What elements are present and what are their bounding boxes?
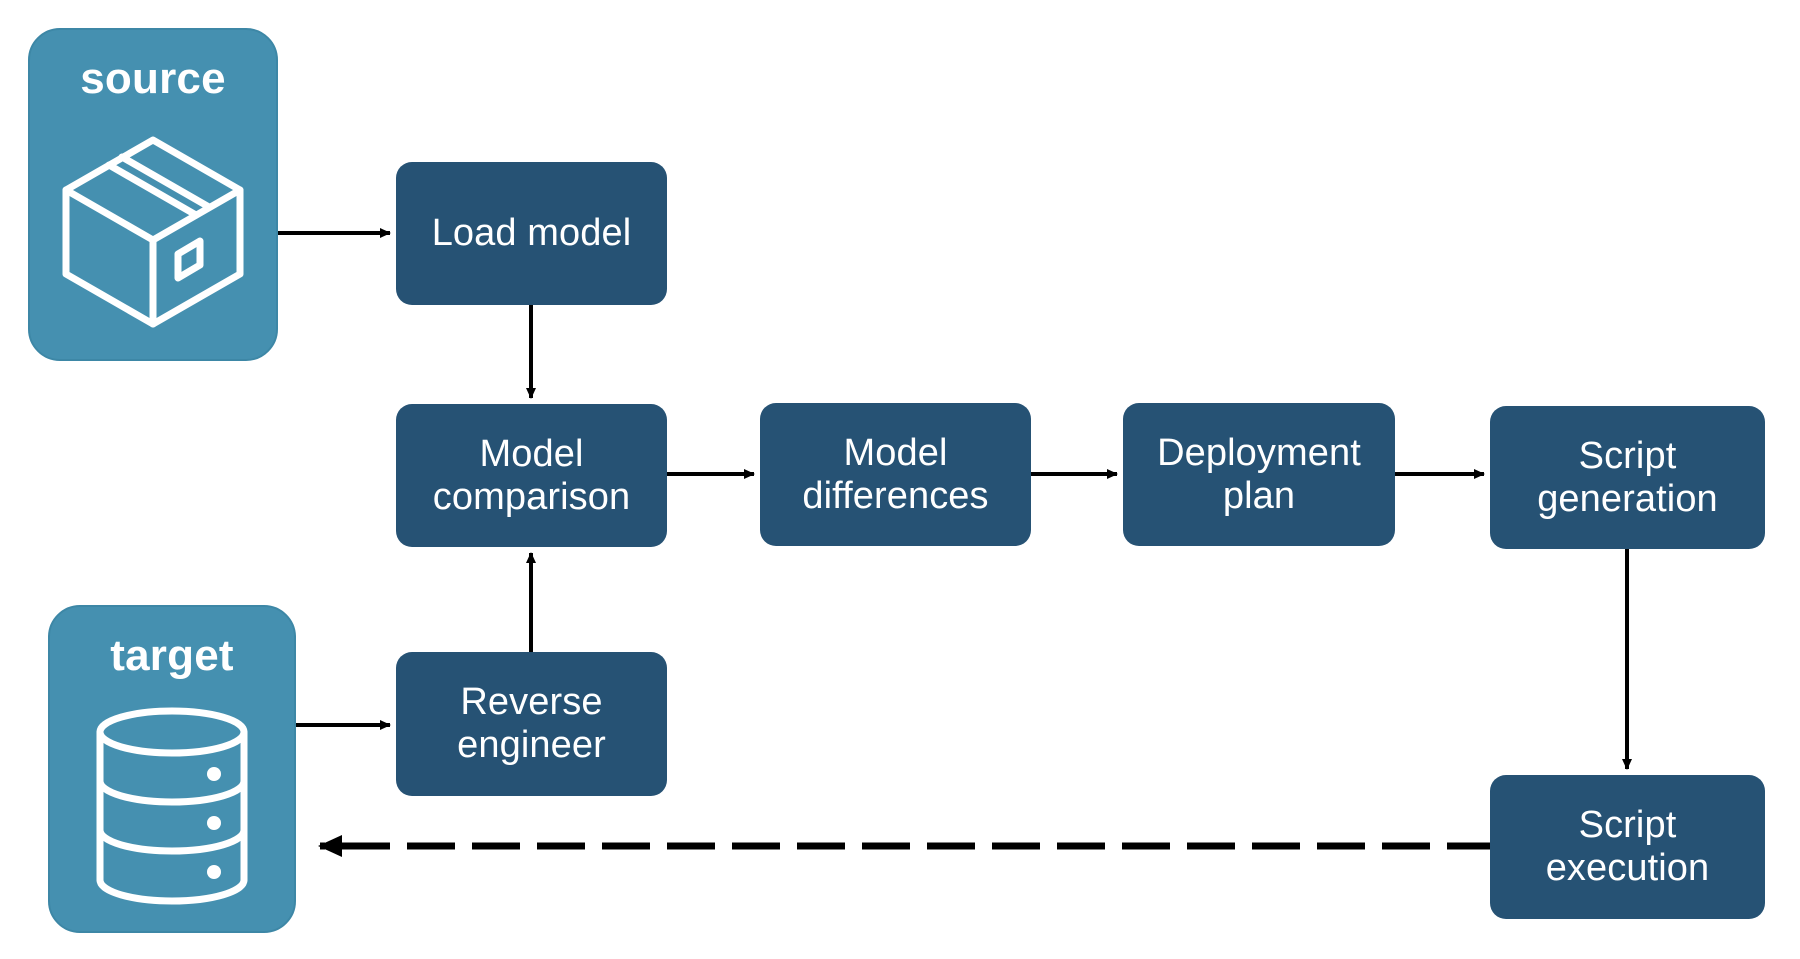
endpoint-target-label: target (110, 631, 234, 680)
process-script-execution-label: Script execution (1545, 804, 1710, 889)
process-load-model[interactable]: Load model (396, 162, 667, 305)
endpoint-source[interactable]: source (28, 28, 278, 361)
process-reverse-engineer-label: Reverse engineer (457, 681, 606, 766)
process-model-differences-label: Model differences (802, 431, 989, 517)
process-script-generation-label: Script generation (1537, 434, 1718, 520)
process-deployment-plan-label: Deployment plan (1157, 431, 1361, 517)
process-script-execution[interactable]: Script execution (1490, 775, 1765, 919)
endpoint-source-label: source (80, 54, 226, 103)
endpoint-target[interactable]: target (48, 605, 296, 933)
process-model-differences[interactable]: Model differences (760, 403, 1031, 546)
process-load-model-label: Load model (431, 212, 632, 255)
database-cylinder-icon (50, 681, 294, 931)
process-script-generation[interactable]: Script generation (1490, 406, 1765, 549)
package-box-icon (30, 104, 276, 359)
process-model-comparison-label: Model comparison (432, 432, 631, 518)
process-reverse-engineer[interactable]: Reverse engineer (396, 652, 667, 796)
process-model-comparison[interactable]: Model comparison (396, 404, 667, 547)
process-deployment-plan[interactable]: Deployment plan (1123, 403, 1395, 546)
